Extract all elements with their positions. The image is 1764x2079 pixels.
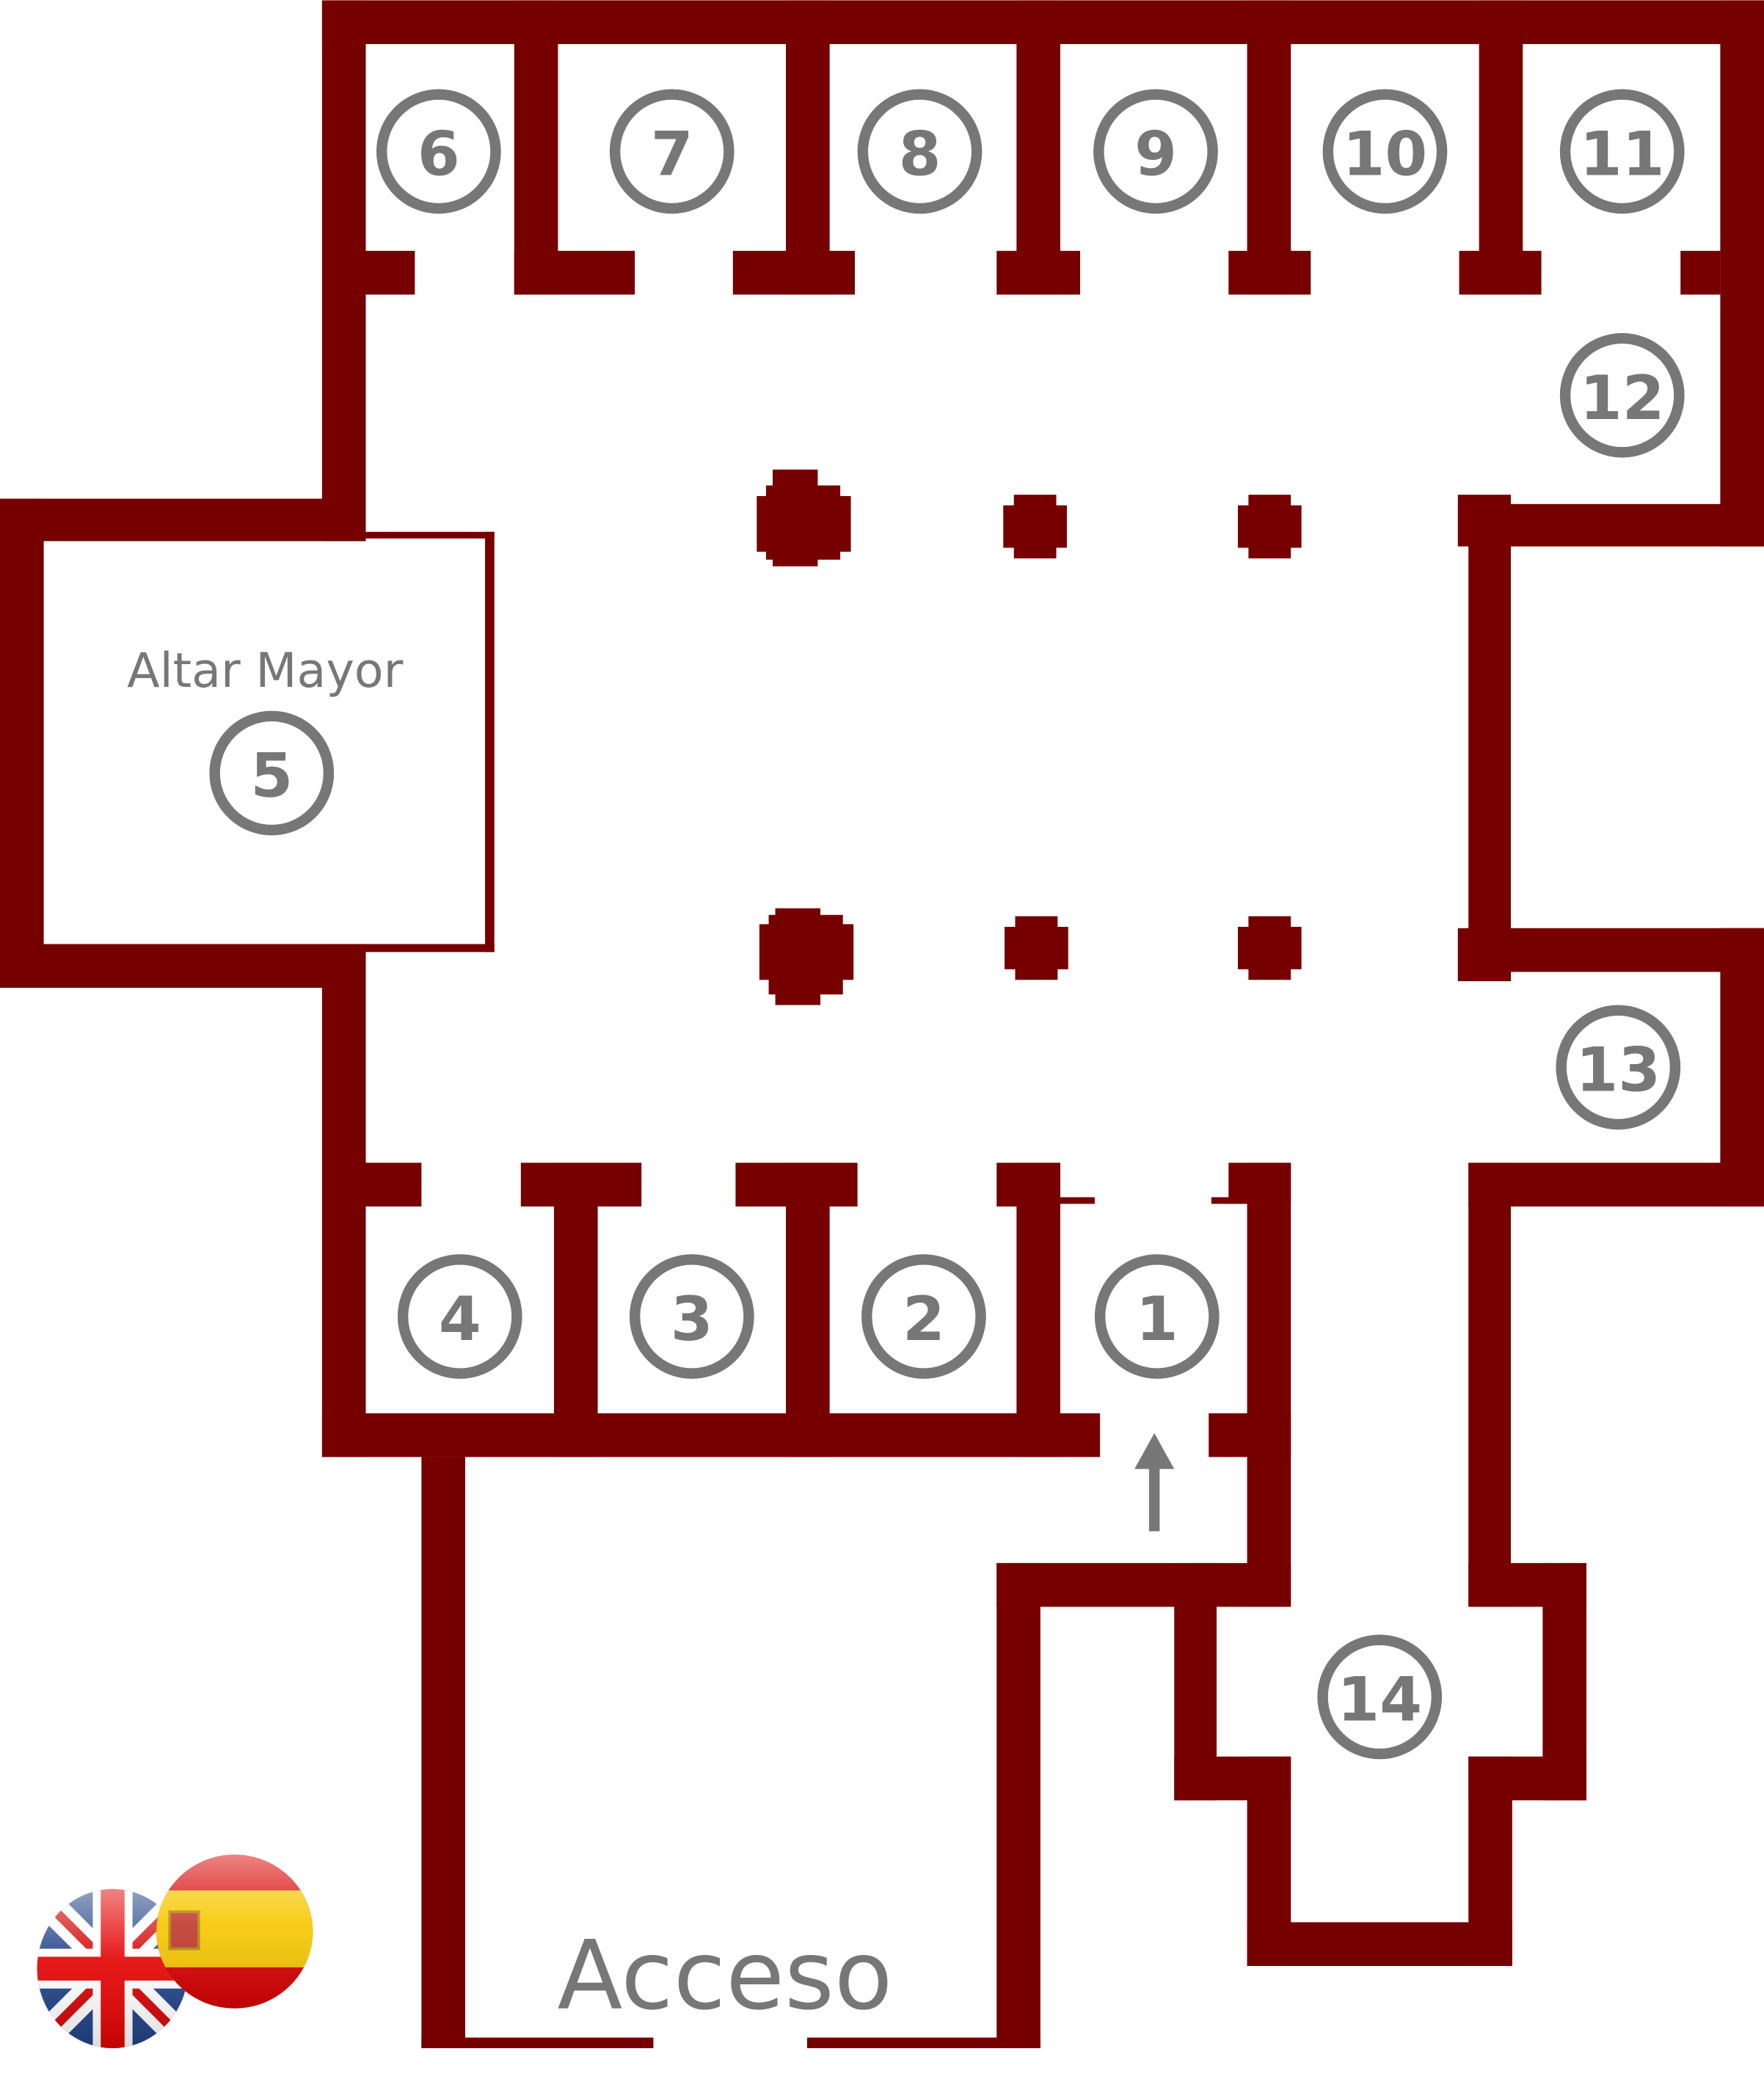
marker-9[interactable]: 9 <box>1093 89 1218 214</box>
spanish-flag-icon[interactable] <box>153 1849 318 2015</box>
svg-text:14: 14 <box>1337 1664 1422 1735</box>
svg-text:12: 12 <box>1580 363 1665 434</box>
entrance-label: Acceso <box>557 1920 892 2031</box>
markers: 1 2 3 4 5 6 7 8 9 10 11 12 13 14 <box>209 89 1685 1760</box>
marker-2[interactable]: 2 <box>861 1254 986 1379</box>
marker-1[interactable]: 1 <box>1094 1254 1220 1379</box>
marker-11[interactable]: 11 <box>1559 89 1685 214</box>
marker-14[interactable]: 14 <box>1317 1634 1443 1760</box>
pillar <box>757 469 851 567</box>
svg-text:9: 9 <box>1134 118 1177 189</box>
pillar <box>1003 495 1067 558</box>
pillar <box>1005 916 1068 980</box>
entrance-arrow-icon <box>1134 1432 1175 1532</box>
marker-4[interactable]: 4 <box>397 1254 522 1379</box>
english-flag-icon[interactable] <box>33 1882 192 2055</box>
marker-8[interactable]: 8 <box>857 89 983 214</box>
altar-label: Altar Mayor <box>127 644 403 699</box>
marker-5[interactable]: 5 <box>209 710 335 836</box>
marker-6[interactable]: 6 <box>376 89 501 214</box>
marker-3[interactable]: 3 <box>629 1254 754 1379</box>
svg-text:4: 4 <box>439 1284 481 1355</box>
marker-12[interactable]: 12 <box>1559 332 1685 458</box>
svg-text:5: 5 <box>250 740 293 812</box>
svg-text:7: 7 <box>651 118 693 189</box>
svg-text:1: 1 <box>1136 1284 1178 1355</box>
pillar <box>1237 495 1302 558</box>
svg-text:6: 6 <box>418 118 460 189</box>
svg-text:2: 2 <box>903 1284 945 1355</box>
svg-text:11: 11 <box>1580 118 1665 189</box>
svg-text:8: 8 <box>899 118 941 189</box>
svg-text:13: 13 <box>1576 1035 1661 1106</box>
marker-7[interactable]: 7 <box>609 89 735 214</box>
pillars <box>757 469 1302 1005</box>
marker-10[interactable]: 10 <box>1322 89 1448 214</box>
svg-text:3: 3 <box>671 1284 713 1355</box>
marker-13[interactable]: 13 <box>1556 1005 1681 1130</box>
svg-text:10: 10 <box>1343 118 1428 189</box>
pillar <box>759 908 854 1005</box>
pillar <box>1237 916 1302 980</box>
